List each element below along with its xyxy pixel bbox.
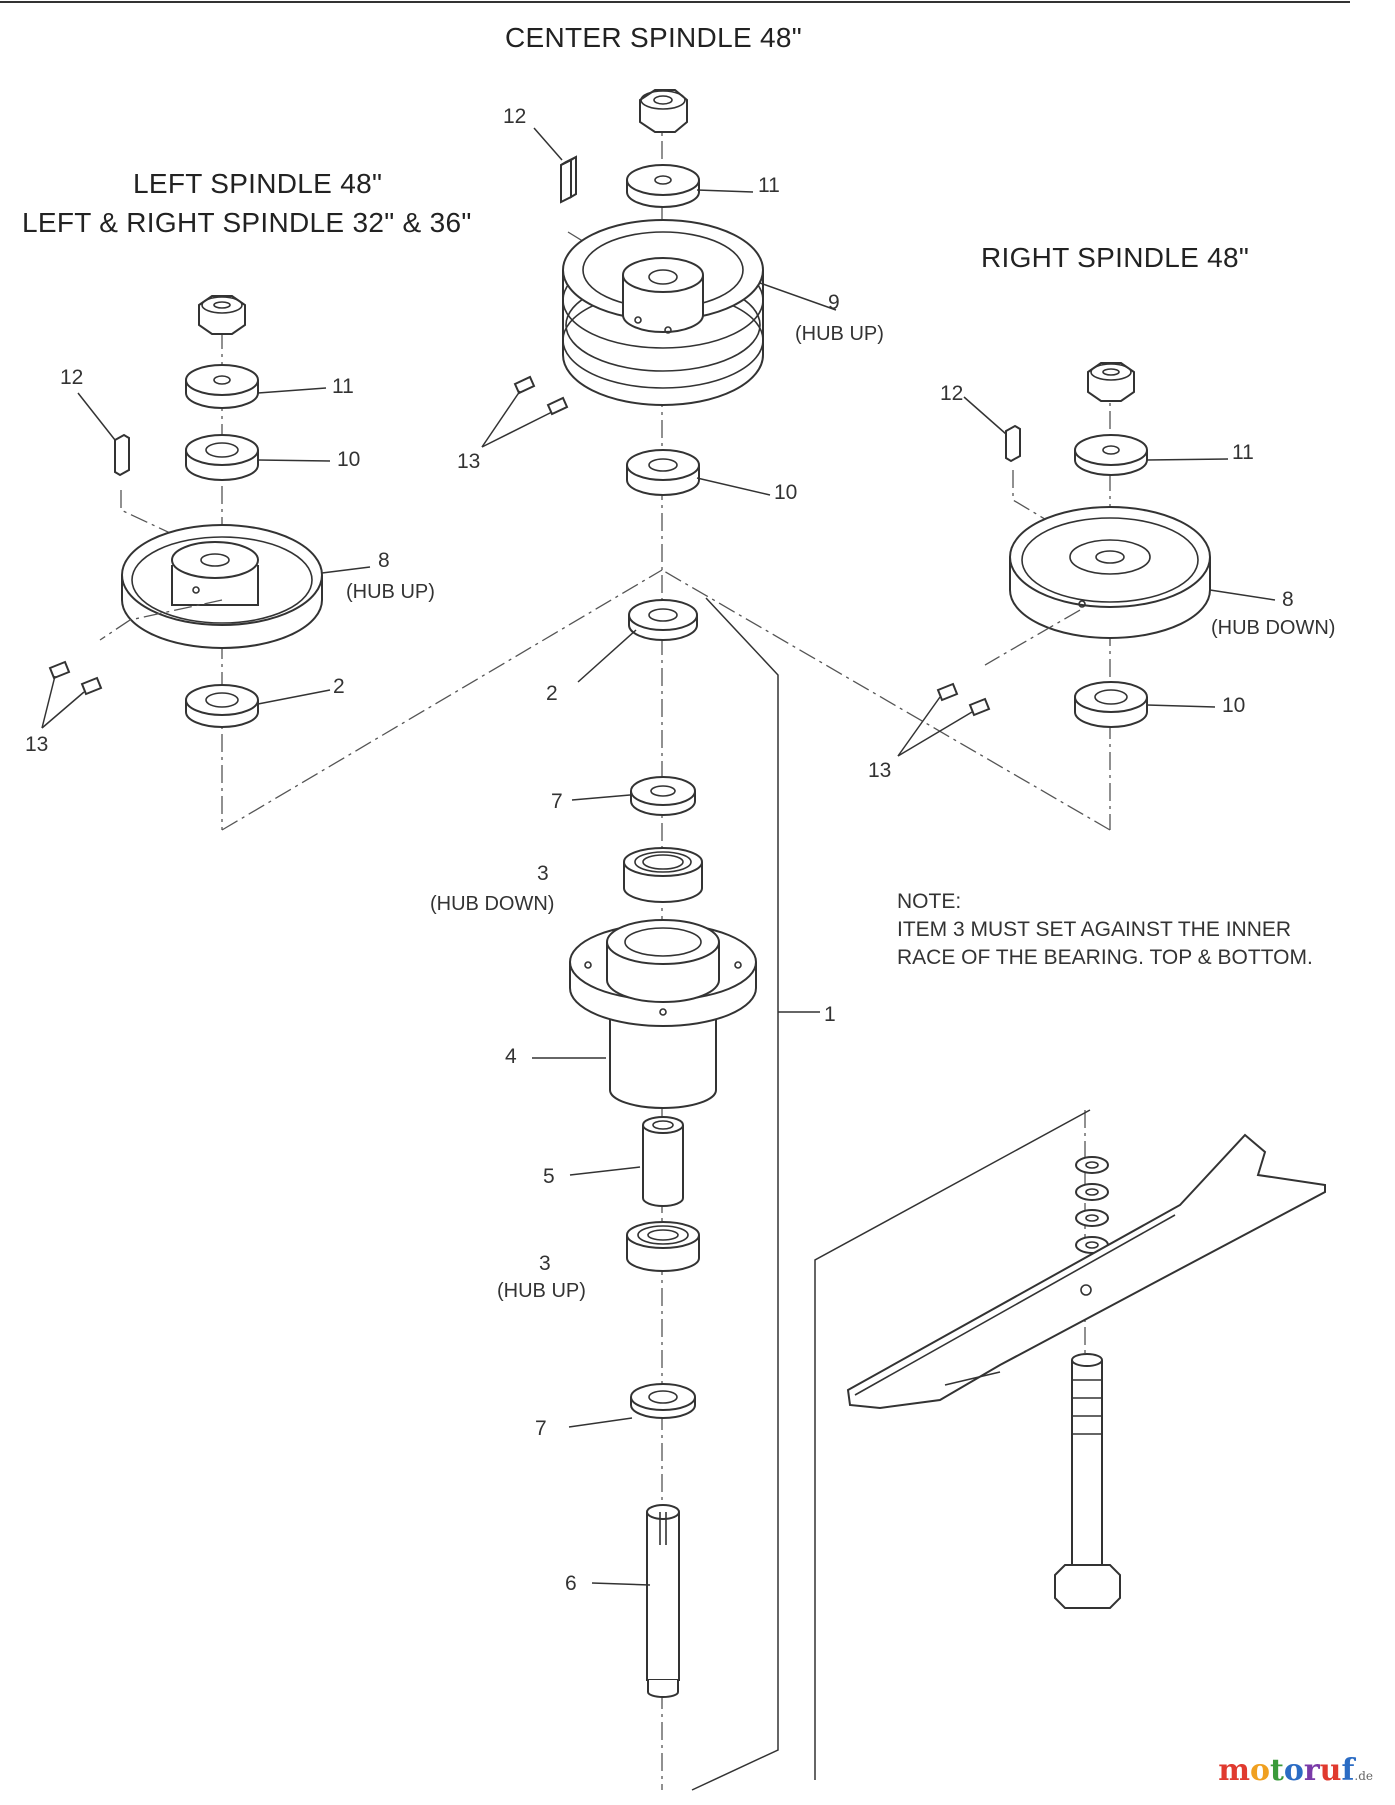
blade-washers <box>1075 1156 1109 1254</box>
center-spacer-tube-5 <box>642 1116 684 1207</box>
label-center-3-bottom: 3 <box>539 1252 551 1275</box>
label-left-8-note: (HUB UP) <box>346 581 435 603</box>
note-line-1: ITEM 3 MUST SET AGAINST THE INNER <box>897 918 1292 941</box>
item-1-bracket <box>691 597 779 1791</box>
watermark-letter: r <box>1303 1753 1320 1788</box>
label-left-10: 10 <box>337 448 360 471</box>
right-key-guide <box>1012 470 1081 541</box>
label-center-2: 2 <box>546 682 558 705</box>
label-right-8: 8 <box>1282 588 1294 611</box>
blade-assembly <box>814 1109 1326 1780</box>
center-nut <box>639 89 688 133</box>
label-center-12: 12 <box>503 105 526 128</box>
label-left-11: 11 <box>332 375 354 398</box>
label-center-3-top: 3 <box>537 862 549 885</box>
watermark-letter: o <box>1249 1753 1270 1788</box>
label-center-4: 4 <box>505 1045 517 1068</box>
label-center-9: 9 <box>828 291 840 314</box>
label-left-2: 2 <box>333 675 345 698</box>
watermark-letter: f <box>1341 1753 1355 1788</box>
center-washer-7-bottom <box>630 1383 696 1419</box>
watermark-brand: motoruf <box>1218 1753 1354 1788</box>
left-pulley-8 <box>121 524 323 649</box>
assembly-note: NOTE: ITEM 3 MUST SET AGAINST THE INNER … <box>897 888 1313 972</box>
right-pulley-8 <box>1009 506 1211 639</box>
label-right-11: 11 <box>1232 441 1254 464</box>
right-spacer-10 <box>1074 681 1148 728</box>
right-nut <box>1087 362 1135 402</box>
right-key-12 <box>1005 424 1021 463</box>
center-bearing-3-bottom <box>626 1221 700 1272</box>
label-right-13: 13 <box>868 759 891 782</box>
label-center-13: 13 <box>457 450 480 473</box>
title-left-spindle: LEFT SPINDLE 48" <box>133 168 383 199</box>
label-left-8: 8 <box>378 549 390 572</box>
watermark-tld: .de <box>1354 1769 1373 1783</box>
title-right-spindle: RIGHT SPINDLE 48" <box>981 242 1250 273</box>
note-heading: NOTE: <box>897 890 962 913</box>
label-center-9-note: (HUB UP) <box>795 323 884 345</box>
center-washer-11 <box>626 164 700 208</box>
label-center-3-top-note: (HUB DOWN) <box>430 893 554 915</box>
right-screw-guide <box>984 609 1081 666</box>
left-setscrews-13 <box>48 660 103 696</box>
left-key-12 <box>114 433 130 477</box>
watermark-logo: motoruf.de <box>1218 1753 1373 1788</box>
watermark-letter: o <box>1283 1753 1304 1788</box>
label-right-10: 10 <box>1222 694 1245 717</box>
blade-bolt <box>1054 1353 1121 1609</box>
label-right-8-note: (HUB DOWN) <box>1211 617 1335 639</box>
left-nut <box>198 295 246 335</box>
label-left-12: 12 <box>60 366 83 389</box>
label-right-12: 12 <box>940 382 963 405</box>
label-center-5: 5 <box>543 1165 555 1188</box>
left-washer-2 <box>185 684 259 728</box>
title-left-right-spindle: LEFT & RIGHT SPINDLE 32" & 36" <box>22 207 472 238</box>
blade-bracket <box>814 1109 1091 1780</box>
left-washer-11 <box>185 364 259 409</box>
center-spacer-10 <box>626 449 700 496</box>
left-link-line <box>221 569 663 831</box>
label-center-7-top: 7 <box>551 790 563 813</box>
label-center-6: 6 <box>565 1572 577 1595</box>
right-washer-11 <box>1074 434 1148 476</box>
leader-lines <box>41 127 1276 1586</box>
center-shaft-6 <box>646 1504 680 1698</box>
label-center-1: 1 <box>824 1003 836 1026</box>
left-spacer-10 <box>185 434 259 481</box>
center-spindle-assembly <box>513 89 779 1791</box>
label-center-10: 10 <box>774 481 797 504</box>
center-pulley-9 <box>562 219 764 406</box>
mower-blade <box>846 1133 1326 1410</box>
label-center-7-bottom: 7 <box>535 1417 547 1440</box>
center-washer-2 <box>628 599 698 641</box>
title-center-spindle: CENTER SPINDLE 48" <box>505 22 802 53</box>
label-center-11: 11 <box>758 174 780 197</box>
center-washer-7-top <box>630 776 696 816</box>
left-key-guide <box>120 490 186 541</box>
center-key-12 <box>560 155 577 204</box>
right-link-line <box>661 569 1111 831</box>
part-labels: 12 11 9 (HUB UP) 13 10 2 7 3 (HUB DOWN) … <box>25 105 1335 1595</box>
right-setscrews-13 <box>936 682 991 717</box>
label-center-3-bottom-note: (HUB UP) <box>497 1280 586 1302</box>
watermark-letter: t <box>1269 1753 1284 1788</box>
center-setscrews-13 <box>513 375 569 416</box>
watermark-letter: m <box>1218 1753 1250 1788</box>
note-line-2: RACE OF THE BEARING. TOP & BOTTOM. <box>897 946 1313 969</box>
right-spindle-assembly <box>661 362 1211 831</box>
left-spindle-assembly <box>48 295 663 831</box>
center-housing-4 <box>569 919 757 1109</box>
center-bearing-3-top <box>623 847 703 903</box>
left-screw-guide <box>99 599 223 641</box>
label-left-13: 13 <box>25 733 48 756</box>
watermark-letter: u <box>1319 1753 1342 1788</box>
